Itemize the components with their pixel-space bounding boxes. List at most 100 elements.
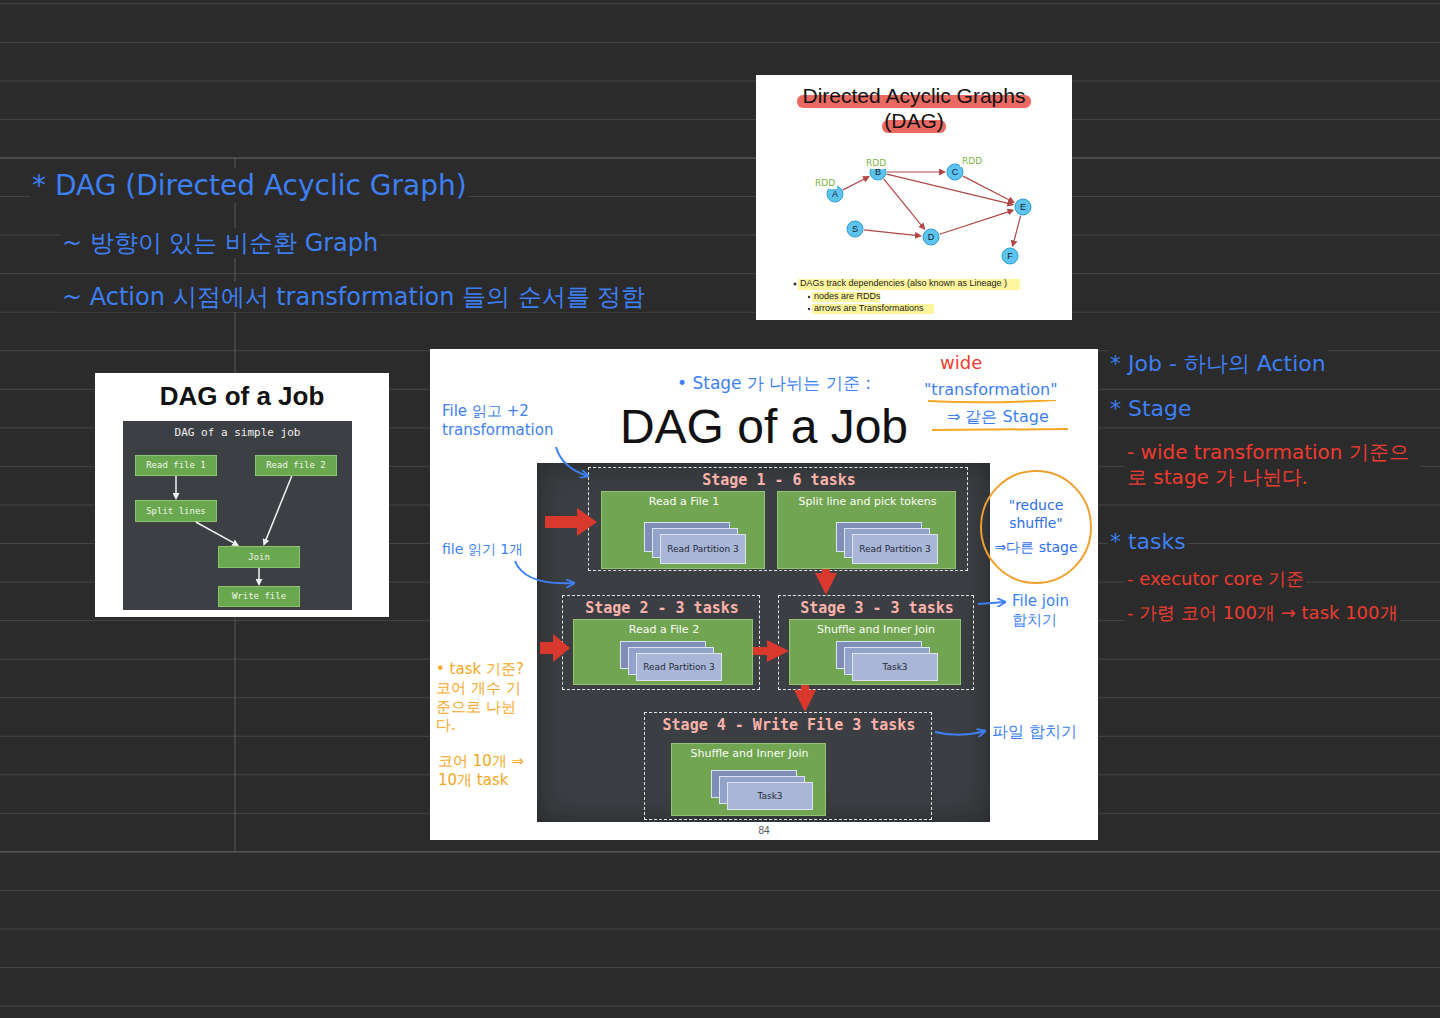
node-text: Stage 1 - 6 tasks <box>589 471 969 489</box>
task-panel: Read a File 1 Read Partition 3 <box>601 491 765 569</box>
text-slot: DAG of a Job <box>599 399 929 454</box>
text-slot: - executor core 기준 <box>1125 568 1306 591</box>
text-slot: ⇒다른 stage <box>991 539 1081 557</box>
rdd-node: D <box>922 228 940 246</box>
ruled-line <box>0 3 1440 4</box>
handwritten-note: * Job - 하나의 Action <box>1108 350 1328 378</box>
text-slot: * DAG (Directed Acyclic Graph) <box>30 168 469 203</box>
leader-arrow <box>515 561 574 583</box>
partition-card: Task3 <box>727 782 813 810</box>
node-text: ⇒다른 stage <box>991 539 1081 557</box>
text-slot: RDD <box>960 150 984 168</box>
handwritten-note: • task 기준? 코어 개수 기준으로 나뉜다. <box>434 660 532 735</box>
bullet-dot <box>808 308 810 310</box>
task-panel: Shuffle and Inner JoinTask3 <box>789 619 961 685</box>
rdd-node: E <box>1014 198 1032 216</box>
ruled-line <box>0 890 1440 891</box>
text-slot: • task 기준? 코어 개수 기준으로 나뉜다. <box>434 660 532 735</box>
process-box: Join <box>218 546 300 568</box>
connector <box>753 647 776 655</box>
stage-box: Stage 2 - 3 tasksRead a File 2Read Parti… <box>562 595 760 690</box>
node-text: nodes are RDDs <box>814 291 1054 302</box>
handwritten-note: • Stage 가 나뉘는 기준 : <box>675 373 873 394</box>
rdd-circle <box>1002 248 1018 264</box>
connector <box>265 476 292 542</box>
node-text: Shuffle and Inner Join <box>672 747 827 761</box>
title-highlight <box>882 120 946 133</box>
node-text: Task3 <box>882 662 907 672</box>
annotation-ellipse <box>981 471 1091 583</box>
handwritten-note: 코어 10개 ⇒ 10개 task <box>436 752 531 790</box>
text-slot: "transformation" <box>922 380 1060 400</box>
node-text: Read file 1 <box>146 460 206 470</box>
ruled-line <box>0 1006 1440 1007</box>
node-text: Write file <box>232 591 286 601</box>
stage-box: Stage 4 - Write File 3 tasksShuffle and … <box>644 712 932 820</box>
handwritten-note: file 읽기 1개 <box>440 541 525 559</box>
text-slot: • Stage 가 나뉘는 기준 : <box>675 373 873 394</box>
node-text: "reduce shuffle" <box>996 497 1076 532</box>
node-text: Read a File 2 <box>574 623 754 637</box>
handwritten-note: ~ Action 시점에서 transformation 들의 순서를 정함 <box>60 282 647 312</box>
text-slot: ~ 방향이 있는 비순환 Graph <box>60 228 380 258</box>
node-text: Read Partition 3 <box>667 544 739 554</box>
connector <box>175 476 177 496</box>
text-slot: "reduce shuffle" <box>996 497 1076 532</box>
bullet-dot <box>794 283 797 286</box>
task-panel: Read a File 2Read Partition 3 <box>573 619 753 685</box>
text-slot: DAG of a simple job <box>123 426 352 439</box>
handwritten-note: - executor core 기준 <box>1125 568 1306 591</box>
handwritten-note: wide <box>938 352 984 375</box>
leader-arrow <box>556 447 588 476</box>
node-text: E <box>1020 203 1026 212</box>
node-text: Stage 4 - Write File 3 tasks <box>645 716 933 734</box>
node-text: DAG of a Job <box>95 381 389 412</box>
handwritten-note: 파일 합치기 <box>990 722 1079 742</box>
text-slot: Stage 4 - Write File 3 tasks <box>645 716 933 734</box>
text-slot: Directed Acyclic Graphs (DAG) <box>779 83 1049 133</box>
text-slot: arrows are Transformations <box>814 303 1054 314</box>
bullet-dot <box>808 296 810 298</box>
text-highlight <box>812 304 934 314</box>
process-box: Read file 2 <box>255 455 337 476</box>
text-slot: wide <box>938 352 984 375</box>
ruled-line <box>0 158 1440 159</box>
node-text: Task3 <box>757 791 782 801</box>
text-slot: Stage 3 - 3 tasks <box>779 599 975 617</box>
text-slot: File join 합치기 <box>1010 592 1090 630</box>
text-slot: Shuffle and Inner Join <box>672 747 827 761</box>
annotation-circle: "reduce shuffle" ⇒다른 stage <box>979 469 1093 585</box>
text-slot: DAG of a Job <box>95 381 389 412</box>
stage-box: Stage 3 - 3 tasksShuffle and Inner JoinT… <box>778 595 974 690</box>
node-text: Join <box>248 552 270 562</box>
connector <box>887 171 942 172</box>
text-slot: Read a File 1 <box>602 495 766 509</box>
task-panel: Split line and pick tokensRead Partition… <box>777 491 956 569</box>
connector <box>864 230 918 236</box>
ruled-line <box>0 929 1440 930</box>
chalkboard: DAG of a simple jobRead file 1 Read file … <box>123 421 352 610</box>
text-slot: * Job - 하나의 Action <box>1108 350 1328 378</box>
node-text: C <box>952 168 959 177</box>
node-text: S <box>852 225 858 234</box>
handwritten-note: File join 합치기 <box>1010 592 1090 630</box>
text-slot: ~ Action 시점에서 transformation 들의 순서를 정함 <box>60 282 647 312</box>
text-slot: RDD <box>813 172 837 190</box>
node-text: DAG of a simple job <box>123 426 352 439</box>
node-text: Read file 2 <box>266 460 326 470</box>
text-slot: File 읽고 +2 transformation <box>440 402 580 440</box>
node-text: Shuffle and Inner Join <box>790 623 962 637</box>
text-slot: Shuffle and Inner Join <box>790 623 962 637</box>
connector <box>822 569 830 582</box>
ruled-line <box>0 851 1440 852</box>
node-text: DAGs track dependencies (also known as L… <box>800 278 1062 289</box>
handwritten-note: - wide transformation 기준으로 stage 가 나뉜다. <box>1125 440 1420 490</box>
partition-card: Read Partition 3 <box>852 534 938 564</box>
ruled-line <box>0 967 1440 968</box>
handwritten-note: * tasks <box>1108 528 1188 556</box>
rdd-node: F <box>1001 247 1019 265</box>
ruled-line <box>0 80 1440 81</box>
